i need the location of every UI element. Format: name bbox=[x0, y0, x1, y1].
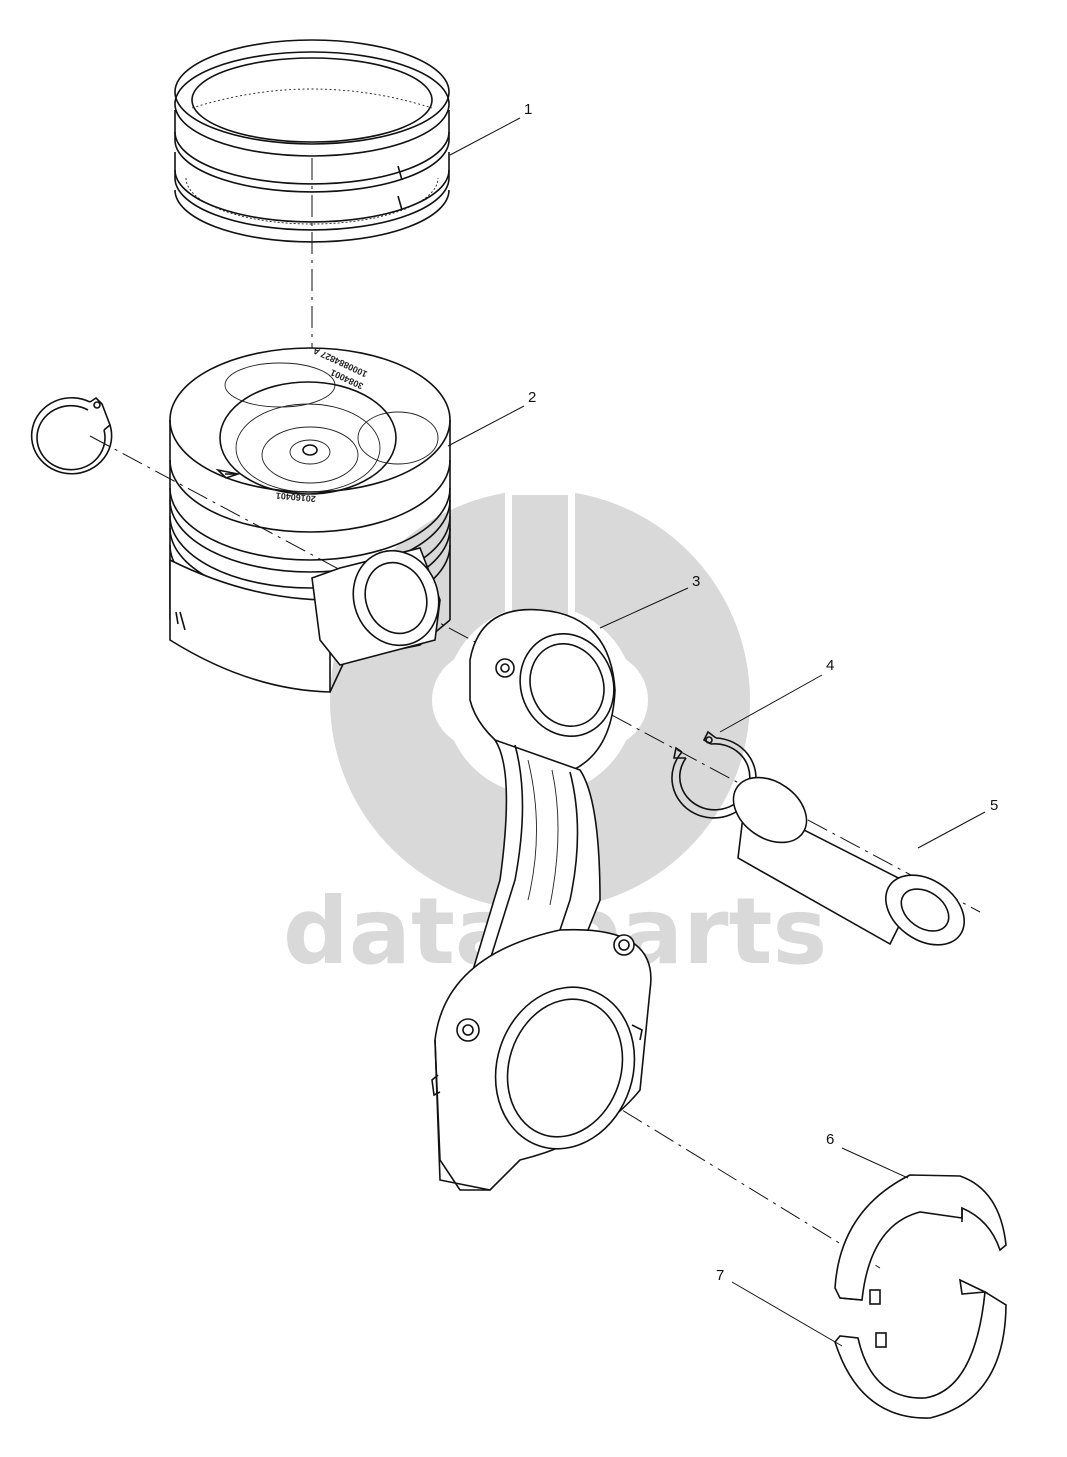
piston-marking-3: 20160401 bbox=[275, 491, 316, 504]
connecting-rod bbox=[431, 608, 652, 1191]
circlip-right bbox=[671, 730, 757, 819]
callout-5: 5 bbox=[990, 797, 998, 814]
piston-arrow-icon bbox=[215, 468, 242, 479]
piston: 1000884827 A 3084001 20160401 bbox=[169, 345, 451, 693]
bearing-shell-upper bbox=[834, 1174, 1007, 1305]
callout-3: 3 bbox=[692, 573, 700, 590]
callout-2: 2 bbox=[528, 389, 536, 406]
piston-rings bbox=[174, 39, 450, 243]
callout-7: 7 bbox=[716, 1267, 724, 1284]
bearing-shell-lower bbox=[834, 1278, 1007, 1419]
circlip-left bbox=[30, 396, 113, 475]
callout-1: 1 bbox=[524, 101, 532, 118]
callout-leaders bbox=[447, 117, 986, 1347]
callout-4: 4 bbox=[826, 657, 834, 674]
piston-pin bbox=[732, 776, 966, 946]
callout-6: 6 bbox=[826, 1131, 834, 1148]
